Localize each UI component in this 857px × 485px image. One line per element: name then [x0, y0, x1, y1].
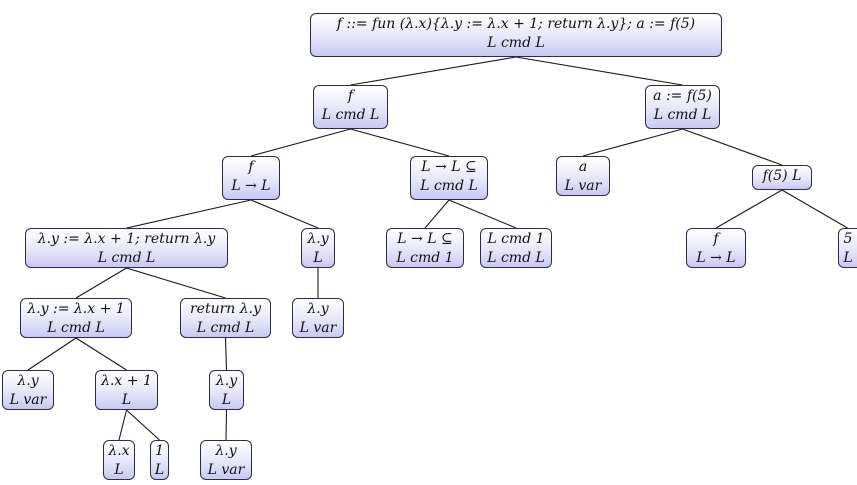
node-line-1: a — [578, 159, 588, 175]
node-line-2: L — [843, 250, 853, 266]
node-five: 5 L — [838, 228, 857, 268]
node-line-2: L → L — [696, 250, 736, 266]
node-ly-var-left: λ.y L var — [2, 370, 54, 410]
node-one: 1 L — [150, 440, 169, 480]
tree-edge — [715, 189, 783, 229]
node-line-1: λ.y — [17, 373, 39, 389]
node-ly-return: λ.y L — [209, 370, 244, 410]
node-line-2: L — [114, 462, 124, 478]
node-line-1: return λ.y — [189, 301, 261, 317]
node-f-arg: f L → L — [686, 228, 746, 268]
tree-edge — [224, 337, 228, 371]
node-line-2: L var — [564, 178, 602, 194]
tree-edge — [126, 409, 160, 441]
node-line-1: f — [713, 231, 719, 247]
tree-edge — [350, 128, 450, 157]
node-line-2: L var — [207, 462, 245, 478]
tree-edge — [682, 128, 783, 166]
node-line-1: λ.y := λ.x + 1 — [27, 301, 125, 317]
node-lx-plus-1: λ.x + 1 L — [95, 370, 158, 410]
node-line-2: L — [221, 392, 232, 408]
node-line-1: f — [248, 159, 254, 175]
node-return: return λ.y L cmd L — [180, 298, 271, 338]
tree-edge — [424, 199, 450, 229]
node-ly-var-mid: λ.y L var — [292, 298, 344, 338]
tree-edge — [350, 56, 517, 86]
node-f5-app: f(5) L — [752, 165, 812, 190]
tree-edge — [515, 56, 683, 86]
node-line-1: 5 — [843, 231, 853, 247]
tree-edge — [448, 199, 517, 229]
tree-edge — [118, 409, 128, 441]
node-line-2: L cmd L — [47, 320, 105, 336]
node-line-2: L cmd L — [420, 178, 478, 194]
node-lcmd1: L cmd 1 L cmd L — [480, 228, 552, 268]
node-subsumption-premise: L → L ⊆ L cmd 1 — [386, 228, 464, 268]
node-a-var: a L var — [556, 156, 610, 196]
node-line-2: L var — [9, 392, 47, 408]
node-line-2: L var — [299, 320, 337, 336]
node-lx: λ.x L — [103, 440, 135, 480]
node-f-fun: f L → L — [222, 156, 280, 200]
node-subsumption: L → L ⊆ L cmd L — [410, 156, 488, 200]
node-line-2: L cmd L — [97, 250, 156, 266]
node-root-program: f ::= fun (λ.x){λ.y := λ.x + 1; return λ… — [310, 13, 722, 57]
tree-edge — [27, 337, 77, 371]
tree-edge — [250, 199, 319, 229]
node-line-1: 1 — [155, 443, 164, 459]
node-line-1: L → L ⊆ — [397, 231, 453, 247]
tree-edge — [75, 267, 127, 299]
node-line-2: L — [154, 462, 165, 478]
node-line-2: L → L — [231, 178, 271, 194]
tree-edge — [75, 337, 127, 371]
tree-edge — [126, 267, 226, 299]
node-line-1: L → L ⊆ — [421, 159, 477, 175]
node-line-2: L cmd L — [196, 320, 255, 336]
node-line-2: L cmd L — [487, 35, 545, 51]
node-line-1: f ::= fun (λ.x){λ.y := λ.x + 1; return λ… — [336, 16, 696, 32]
node-ly: λ.y L — [301, 228, 335, 268]
node-line-1: a := f(5) — [653, 88, 712, 104]
node-line-1: λ.y := λ.x + 1; return λ.y — [37, 231, 216, 247]
node-ly-var-bottom: λ.y L var — [200, 440, 252, 480]
tree-edge — [582, 128, 683, 157]
node-line-1: f(5) L — [762, 168, 802, 184]
node-line-2: L cmd L — [653, 107, 712, 123]
node-line-2: L cmd 1 — [396, 250, 454, 266]
node-a-assign: a := f(5) L cmd L — [645, 85, 720, 129]
node-line-2: L — [313, 250, 323, 266]
node-line-1: L cmd 1 — [487, 231, 545, 247]
tree-edge — [225, 409, 228, 441]
node-line-2: L — [121, 392, 132, 408]
node-line-1: λ.x + 1 — [101, 373, 152, 389]
node-assignment: λ.y := λ.x + 1 L cmd L — [20, 298, 132, 338]
node-line-1: λ.y — [215, 443, 237, 459]
node-line-1: λ.y — [307, 231, 329, 247]
node-function-body: λ.y := λ.x + 1; return λ.y L cmd L — [25, 228, 228, 268]
tree-edge — [781, 189, 848, 229]
node-line-1: λ.y — [215, 373, 238, 389]
tree-edge — [250, 128, 351, 157]
node-line-2: L cmd L — [321, 107, 380, 123]
node-f-decl: f L cmd L — [313, 85, 388, 129]
node-line-1: λ.y — [307, 301, 329, 317]
node-line-1: f — [347, 88, 354, 104]
node-line-1: λ.x — [108, 443, 130, 459]
node-line-2: L cmd L — [487, 250, 545, 266]
tree-edge — [126, 199, 252, 229]
